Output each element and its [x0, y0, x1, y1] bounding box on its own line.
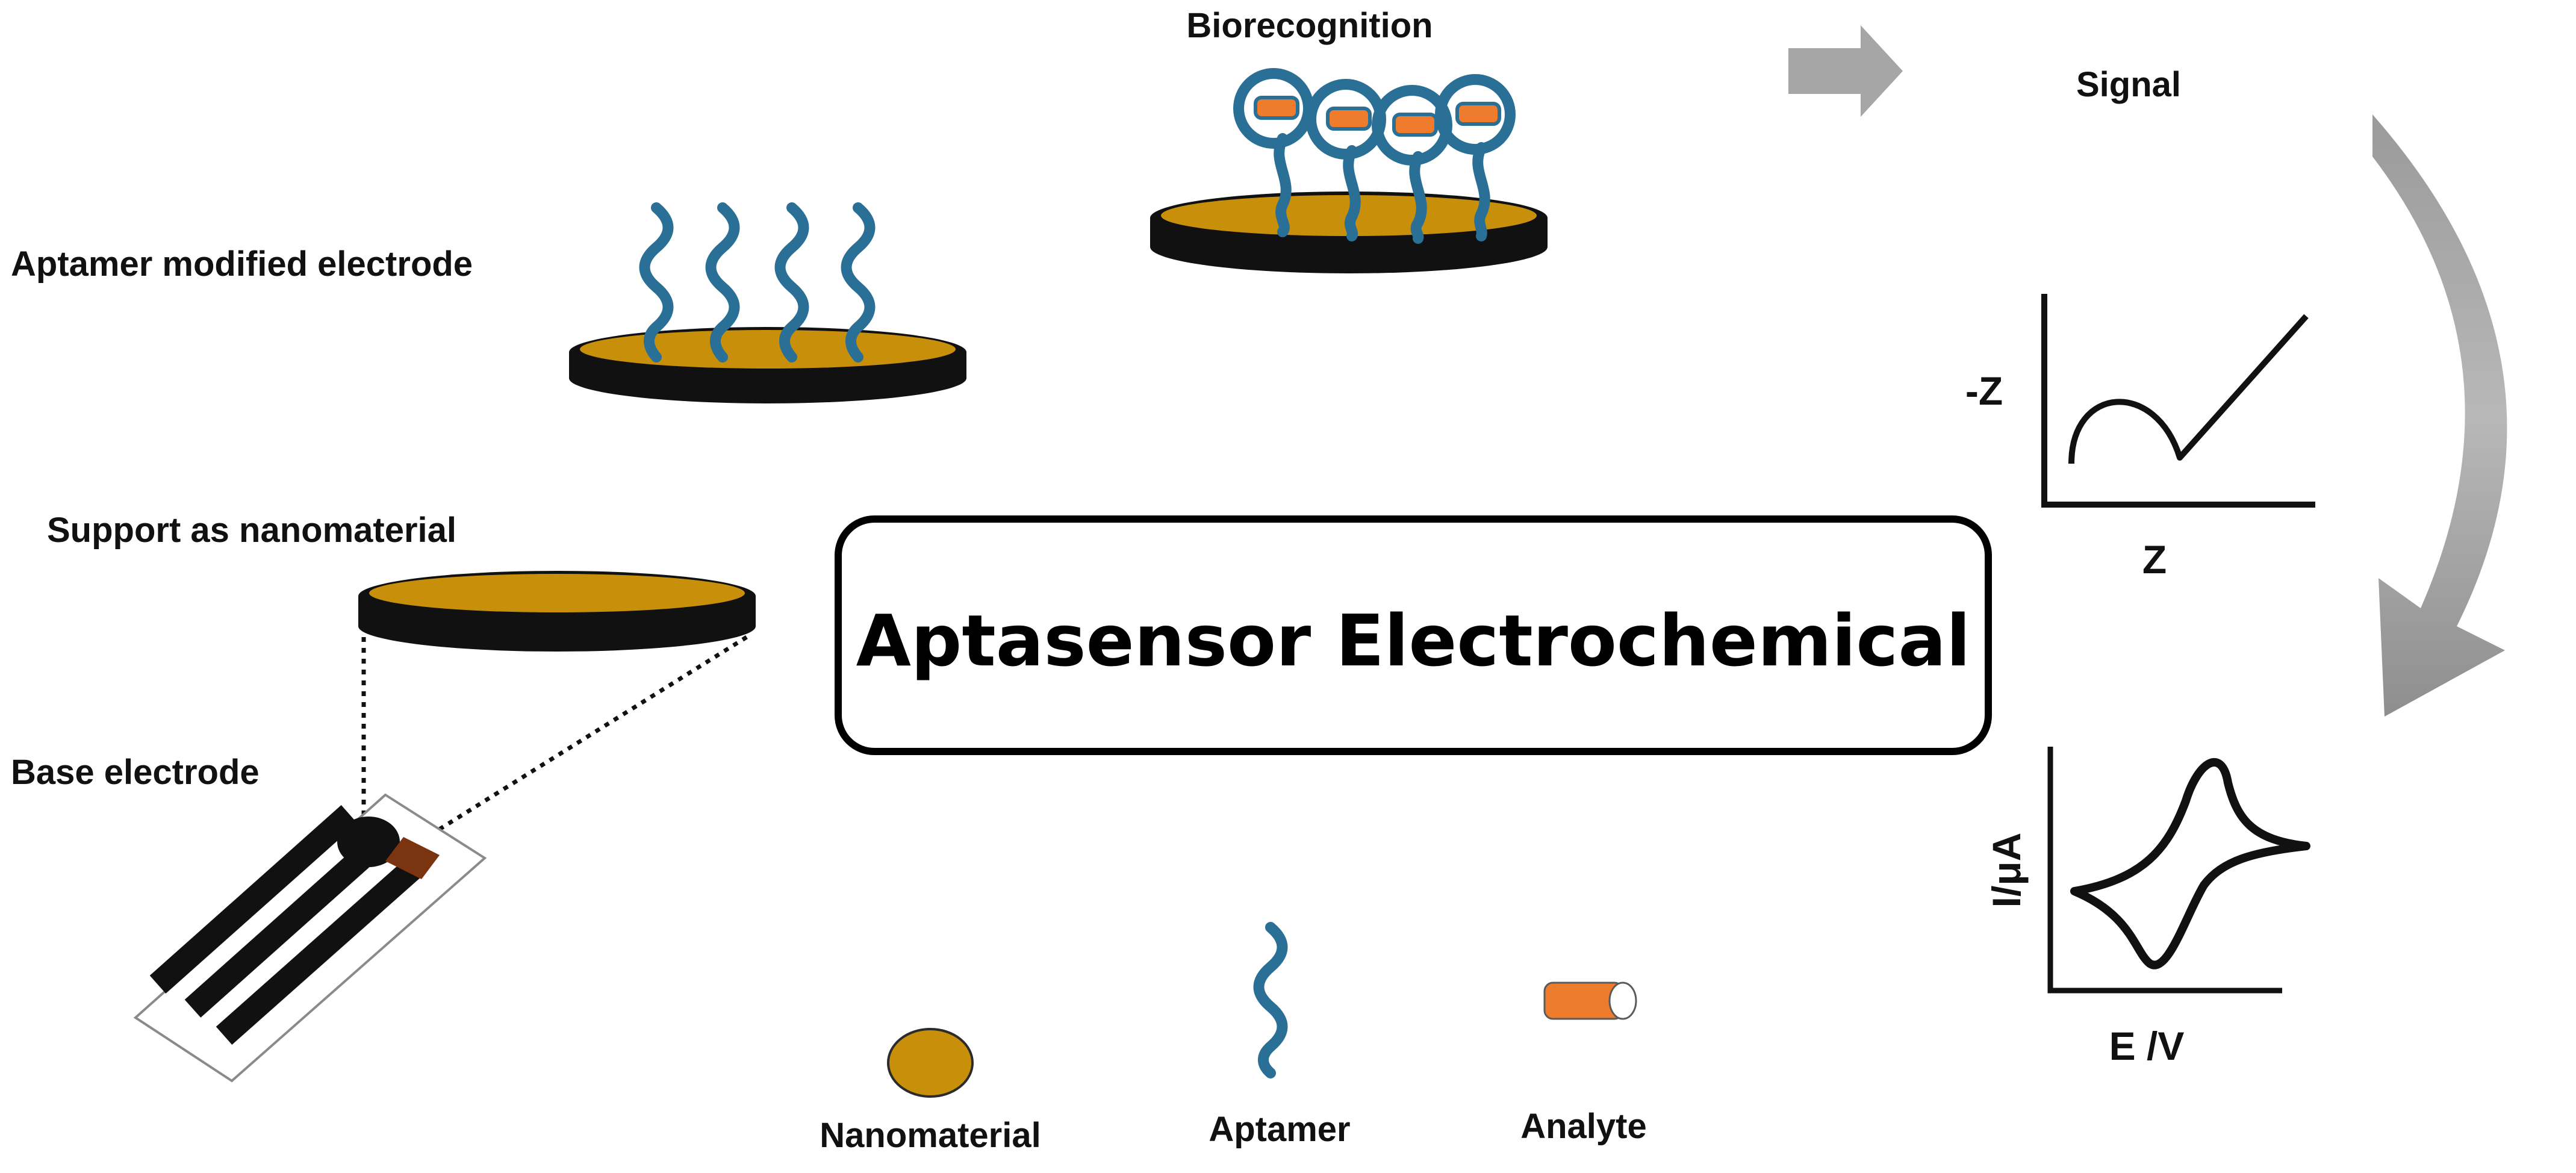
legend-aptamer: Aptamer [1209, 922, 1351, 1149]
voltammogram-xlabel: E /V [2109, 1024, 2185, 1068]
legend-analyte: Analyte [1520, 982, 1647, 1146]
voltammogram-ylabel: I/μA [1984, 833, 2029, 908]
cv-curve [2070, 758, 2310, 969]
biorecognition-label: Biorecognition [1186, 6, 1433, 45]
voltammogram-plot: I/μA E /V [1984, 747, 2310, 1068]
legend-aptamer-label: Aptamer [1209, 1110, 1350, 1149]
aptamer-modified-electrode-label: Aptamer modified electrode [11, 244, 473, 284]
bound-aptamer [1435, 74, 1516, 241]
analyte-icon [1543, 982, 1637, 1020]
zoom-line [414, 635, 748, 846]
aptamer-modified-electrode [569, 208, 966, 403]
signal-label: Signal [2076, 65, 2181, 104]
legend-analyte-label: Analyte [1520, 1107, 1647, 1146]
aptamer-icon [1253, 922, 1288, 1078]
page-title: Aptasensor Electrochemical [856, 599, 1971, 682]
base-electrode [133, 793, 487, 1083]
impedance-plot: -Z Z [1965, 294, 2315, 582]
nanomaterial-icon [887, 1028, 974, 1098]
support-as-nanomaterial-label: Support as nanomaterial [47, 511, 456, 550]
impedance-xlabel: Z [2142, 537, 2167, 582]
base-electrode-label: Base electrode [11, 753, 260, 792]
impedance-ylabel: -Z [1965, 369, 2003, 413]
legend: Nanomaterial Aptamer Analyte [820, 922, 1647, 1155]
legend-nanomaterial-label: Nanomaterial [820, 1116, 1041, 1155]
biorecognition-electrode [1150, 68, 1548, 273]
block-arrow-right-icon [1788, 25, 1903, 117]
curved-arrow-icon [2372, 114, 2507, 717]
legend-nanomaterial: Nanomaterial [820, 1028, 1041, 1155]
title-box [835, 515, 1992, 755]
support-nanomaterial-electrode [358, 571, 756, 652]
